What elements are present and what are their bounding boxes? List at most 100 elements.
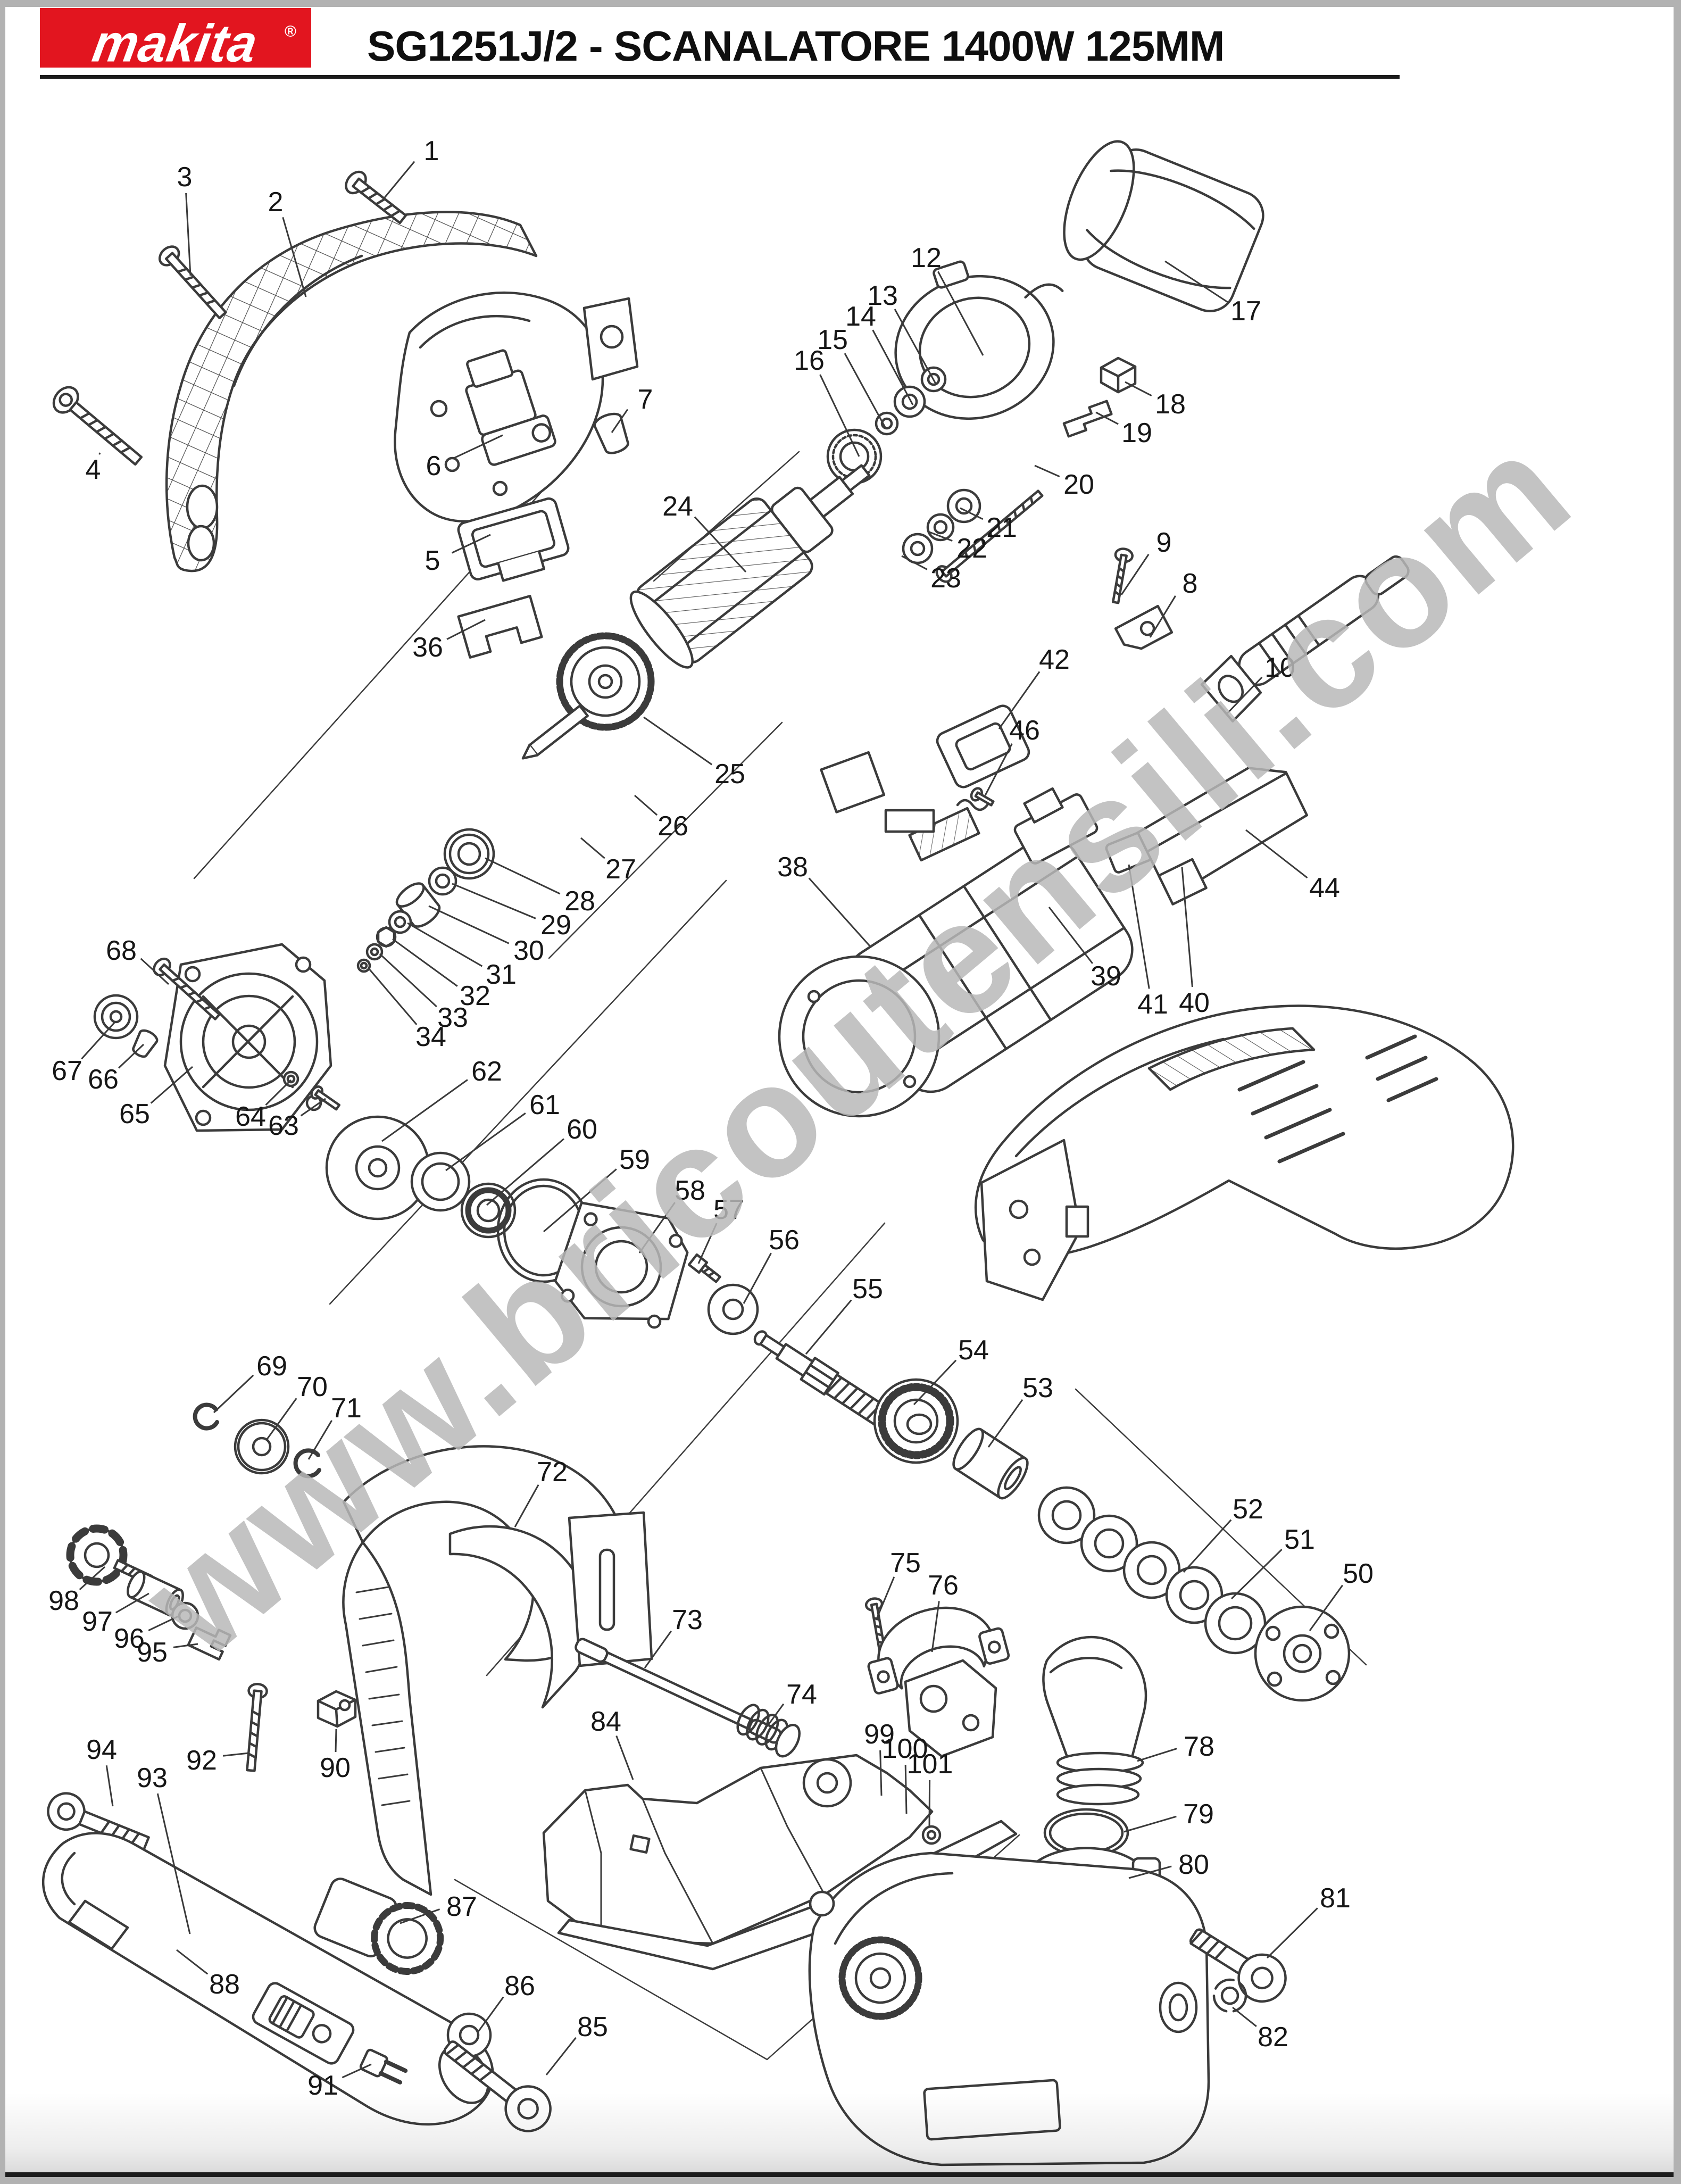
part-callout-63: 63 [268, 1110, 299, 1141]
leader-line-14 [872, 329, 914, 405]
part-callout-1: 1 [423, 136, 439, 167]
part-callout-84: 84 [590, 1706, 621, 1737]
armature-art [521, 464, 871, 760]
part-callout-69: 69 [256, 1351, 287, 1382]
leader-line-71 [307, 1420, 332, 1460]
leader-line-28 [485, 857, 561, 895]
leader-line-70 [266, 1398, 297, 1440]
part-callout-74: 74 [786, 1679, 817, 1710]
bolt-94-art [47, 1792, 150, 1851]
tray-5-art [457, 497, 570, 582]
bracket-36-art [457, 595, 543, 659]
pivot-bracket-art [904, 1659, 997, 1758]
part-callout-81: 81 [1320, 1883, 1351, 1914]
part-callout-10: 10 [1264, 652, 1295, 683]
part-callout-98: 98 [48, 1585, 79, 1616]
leader-line-9 [1120, 554, 1150, 595]
callout-leader-overlay [79, 161, 1344, 2079]
leader-line-13 [894, 309, 937, 385]
leader-line-1 [382, 161, 415, 200]
part-callout-6: 6 [426, 451, 442, 481]
screw-3-art [158, 245, 227, 320]
leader-line-61 [445, 1112, 526, 1172]
leader-line-26 [634, 794, 658, 816]
part-callout-82: 82 [1258, 2022, 1288, 2053]
part-callout-87: 87 [446, 1891, 477, 1922]
nut-90-art [317, 1690, 357, 1728]
part-callout-25: 25 [714, 759, 745, 790]
screw-9-art [1112, 547, 1134, 604]
leader-line-46 [984, 743, 1013, 796]
knob-87-art [313, 1878, 444, 1975]
stator-17-art [1063, 140, 1264, 312]
part-callout-5: 5 [425, 545, 440, 576]
leader-line-79 [1124, 1815, 1177, 1833]
leader-line-64 [265, 1079, 292, 1106]
part-callout-92: 92 [186, 1745, 217, 1776]
leader-line-84 [615, 1735, 634, 1780]
part-callout-66: 66 [88, 1064, 119, 1095]
leader-line-92 [223, 1752, 249, 1757]
leader-line-98 [79, 1566, 106, 1590]
leader-line-39 [1048, 907, 1094, 964]
part-callout-17: 17 [1230, 296, 1261, 327]
part-callout-94: 94 [86, 1734, 117, 1765]
makita-logo: makita ® [40, 8, 311, 73]
leader-line-50 [1309, 1584, 1344, 1631]
part-callout-9: 9 [1156, 527, 1172, 558]
part-callout-29: 29 [540, 910, 571, 941]
registered-trademark-icon: ® [284, 23, 296, 40]
part-callout-85: 85 [577, 2012, 608, 2042]
bearing-box-art [93, 943, 341, 1132]
page-bottom-shadow [5, 2092, 1674, 2172]
flange-50-art [1254, 1605, 1351, 1702]
part-callout-31: 31 [486, 959, 517, 990]
screw-1-art [345, 170, 407, 225]
part-callout-59: 59 [619, 1144, 650, 1175]
part-callout-62: 62 [471, 1056, 502, 1087]
part-callout-14: 14 [845, 301, 876, 332]
part-callout-101: 101 [906, 1749, 953, 1780]
part-callout-7: 7 [637, 384, 653, 415]
part-callout-42: 42 [1039, 644, 1070, 675]
leader-line-17 [1164, 260, 1228, 303]
leader-line-58 [638, 1202, 676, 1253]
part-callout-95: 95 [137, 1637, 168, 1668]
part-callout-78: 78 [1184, 1731, 1214, 1762]
leader-line-68 [140, 958, 170, 985]
leader-line-93 [156, 1793, 191, 1934]
leader-line-87 [400, 1908, 440, 1924]
part-callout-52: 52 [1233, 1494, 1263, 1525]
leader-line-2 [282, 217, 307, 297]
part-callout-100: 100 [881, 1733, 928, 1764]
part-callout-64: 64 [235, 1101, 266, 1132]
part-callout-67: 67 [52, 1056, 82, 1086]
leader-line-100 [904, 1764, 908, 1814]
part-callout-4: 4 [85, 454, 101, 485]
leader-line-52 [1183, 1519, 1232, 1573]
header-divider [40, 75, 1400, 79]
page-title: SG1251J/2 - SCANALATORE 1400W 125MM [367, 22, 1225, 70]
leader-line-59 [543, 1168, 617, 1233]
leader-line-12 [937, 271, 984, 356]
leader-line-19 [1095, 411, 1119, 425]
part-callout-27: 27 [605, 854, 636, 885]
part-callout-21: 21 [986, 512, 1017, 543]
button-7-art [593, 412, 629, 454]
part-callout-56: 56 [769, 1225, 800, 1256]
part-callout-70: 70 [297, 1372, 328, 1402]
part-callout-12: 12 [911, 243, 942, 273]
part-callout-34: 34 [415, 1022, 446, 1052]
part-callout-58: 58 [675, 1175, 705, 1206]
part-callout-15: 15 [817, 325, 848, 355]
leader-line-31 [407, 922, 483, 967]
leader-line-54 [913, 1359, 957, 1406]
part-callout-76: 76 [928, 1570, 959, 1601]
leader-line-101 [928, 1780, 931, 1828]
leader-line-88 [176, 1949, 209, 1975]
washer-stack-art [1037, 1486, 1267, 1655]
leader-line-94 [105, 1765, 114, 1807]
screw-92-art [246, 1683, 268, 1772]
leader-line-76 [931, 1601, 940, 1652]
leader-line-10 [1225, 676, 1263, 716]
